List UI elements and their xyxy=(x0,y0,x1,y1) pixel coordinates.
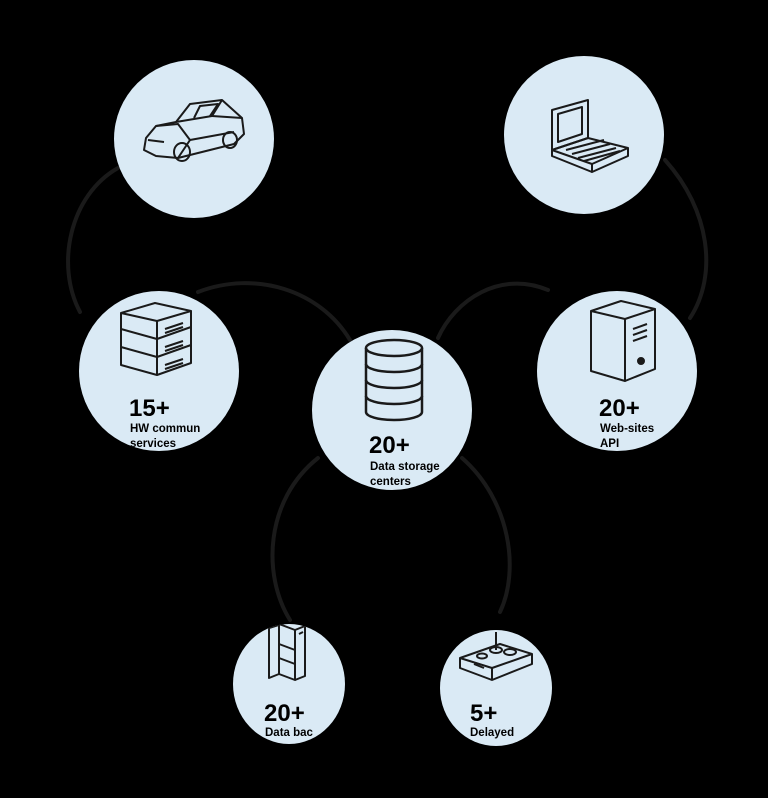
tower-server-icon xyxy=(590,300,656,382)
hw-label-line1: HW commun xyxy=(130,423,201,435)
delayed-count: 5+ xyxy=(470,700,498,727)
storage-label-line1: Data storage xyxy=(370,461,440,473)
web-label-line2: API xyxy=(600,438,620,450)
connector-storage-delayed xyxy=(460,456,512,614)
web-node: 20+ Web-sites API xyxy=(537,291,697,451)
storage-node: 20+ Data storage centers xyxy=(312,330,472,490)
data-backup-icon xyxy=(268,624,306,681)
backup-node: 20+ Data bac xyxy=(233,624,345,744)
delayed-node: 5+ Delayed xyxy=(440,630,552,746)
connector-storage-backup xyxy=(270,456,320,622)
database-icon xyxy=(364,338,424,422)
hw-node: 15+ HW commun services xyxy=(79,291,239,451)
backup-count: 20+ xyxy=(264,700,305,727)
storage-count: 20+ xyxy=(369,432,410,459)
server-rack-icon xyxy=(120,302,192,376)
web-count: 20+ xyxy=(599,395,640,422)
connector-hw-storage xyxy=(196,281,352,342)
control-box-icon xyxy=(459,632,533,681)
web-label-line1: Web-sites xyxy=(600,423,655,435)
retro-computer-icon xyxy=(551,99,629,173)
connector-web-storage xyxy=(436,281,550,340)
computer-node xyxy=(504,56,664,214)
hw-label-line2: services xyxy=(130,438,177,450)
connector-computer-web xyxy=(663,158,709,320)
car-icon xyxy=(143,99,245,162)
car-node xyxy=(114,60,274,218)
connector-car-hw xyxy=(66,166,120,314)
backup-label-line1: Data bac xyxy=(265,727,313,739)
delayed-label-line1: Delayed xyxy=(470,727,515,739)
storage-label-line2: centers xyxy=(370,476,411,488)
hw-count: 15+ xyxy=(129,395,170,422)
